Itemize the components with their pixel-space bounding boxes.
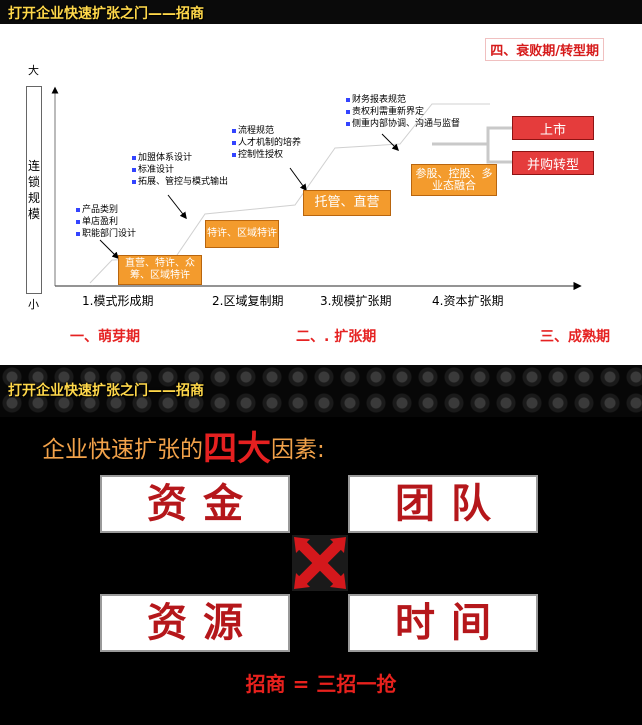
stage1-bullets: 产品类别 单店盈利 职能部门设计 xyxy=(76,204,136,240)
cross-x-icon xyxy=(292,535,348,591)
ornamental-header xyxy=(0,365,642,417)
slide2-title-bar: 打开企业快速扩张之门——招商 xyxy=(0,377,642,399)
box-direct-franchise: 直营、特许、众筹、区域特许 xyxy=(118,255,202,285)
bullet-item: 人才机制的培养 xyxy=(232,137,301,149)
bullet-item: 侧重内部协调、沟通与监督 xyxy=(346,118,460,130)
box-regional-franchise: 特许、区域特许 xyxy=(205,220,279,248)
phase-label-1: 一、萌芽期 xyxy=(70,329,140,345)
slide1-title-bar: 打开企业快速扩张之门——招商 xyxy=(0,0,642,24)
bullet-item: 标准设计 xyxy=(132,164,228,176)
axis-bottom-label: 小 xyxy=(28,298,39,311)
factor-capital: 资金 xyxy=(100,475,290,533)
stage3-bullets: 流程规范 人才机制的培养 控制性授权 xyxy=(232,125,301,161)
factors-headline: 企业快速扩张的四大因素: xyxy=(42,421,325,470)
box-merger-transform: 并购转型 xyxy=(512,151,594,175)
stage-label-1: 1.模式形成期 xyxy=(82,294,154,308)
bullet-item: 产品类别 xyxy=(76,204,136,216)
bullet-item: 流程规范 xyxy=(232,125,301,137)
headline-post: 因素: xyxy=(271,437,325,463)
vertical-char: 规 xyxy=(27,191,40,205)
stage2-bullets: 加盟体系设计 标准设计 拓展、管控与模式输出 xyxy=(132,152,228,188)
bullet-item: 责权利需重新界定 xyxy=(346,106,460,118)
bullet-item: 控制性授权 xyxy=(232,149,301,161)
phase4-label: 四、衰败期/转型期 xyxy=(485,38,604,61)
bullet-item: 加盟体系设计 xyxy=(132,152,228,164)
vertical-axis-label: 连 锁 规 模 xyxy=(27,158,41,222)
formula-text: 招商 = 三招一抢 xyxy=(245,672,397,696)
vertical-char: 锁 xyxy=(27,175,40,189)
vertical-char: 模 xyxy=(27,207,40,221)
box-trustee-direct: 托管、直营 xyxy=(303,190,391,216)
stage-label-2: 2.区域复制期 xyxy=(212,294,284,308)
phase-label-2: 二、. 扩张期 xyxy=(296,329,377,345)
bullet-item: 单店盈利 xyxy=(76,216,136,228)
vertical-label-box xyxy=(26,86,42,294)
slide2-title: 打开企业快速扩张之门——招商 xyxy=(8,383,204,399)
headline-pre: 企业快速扩张的 xyxy=(42,437,203,463)
slide-four-factors: 打开企业快速扩张之门——招商 企业快速扩张的四大因素: xyxy=(0,365,642,725)
stage-label-4: 4.资本扩张期 xyxy=(432,294,504,308)
factor-time: 时间 xyxy=(348,594,538,652)
slide-growth-stages: 打开企业快速扩张之门——招商 四、衰败期/转型期 大 小 连 锁 xyxy=(0,0,642,358)
slide1-title: 打开企业快速扩张之门——招商 xyxy=(8,6,204,22)
axis-top-label: 大 xyxy=(28,64,39,77)
phase-label-3: 三、成熟期 xyxy=(540,329,610,345)
factor-resources: 资源 xyxy=(100,594,290,652)
bullet-item: 拓展、管控与模式输出 xyxy=(132,176,228,188)
stage4-bullets: 财务报表规范 责权利需重新界定 侧重内部协调、沟通与监督 xyxy=(346,94,460,130)
bullet-item: 职能部门设计 xyxy=(76,228,136,240)
bullet-item: 财务报表规范 xyxy=(346,94,460,106)
stage-label-3: 3.规模扩张期 xyxy=(320,294,392,308)
box-ipo: 上市 xyxy=(512,116,594,140)
vertical-char: 连 xyxy=(27,159,40,173)
factor-team: 团队 xyxy=(348,475,538,533)
box-equity-multiformat: 参股、控股、多业态融合 xyxy=(411,164,497,196)
headline-big: 四大 xyxy=(203,429,271,469)
